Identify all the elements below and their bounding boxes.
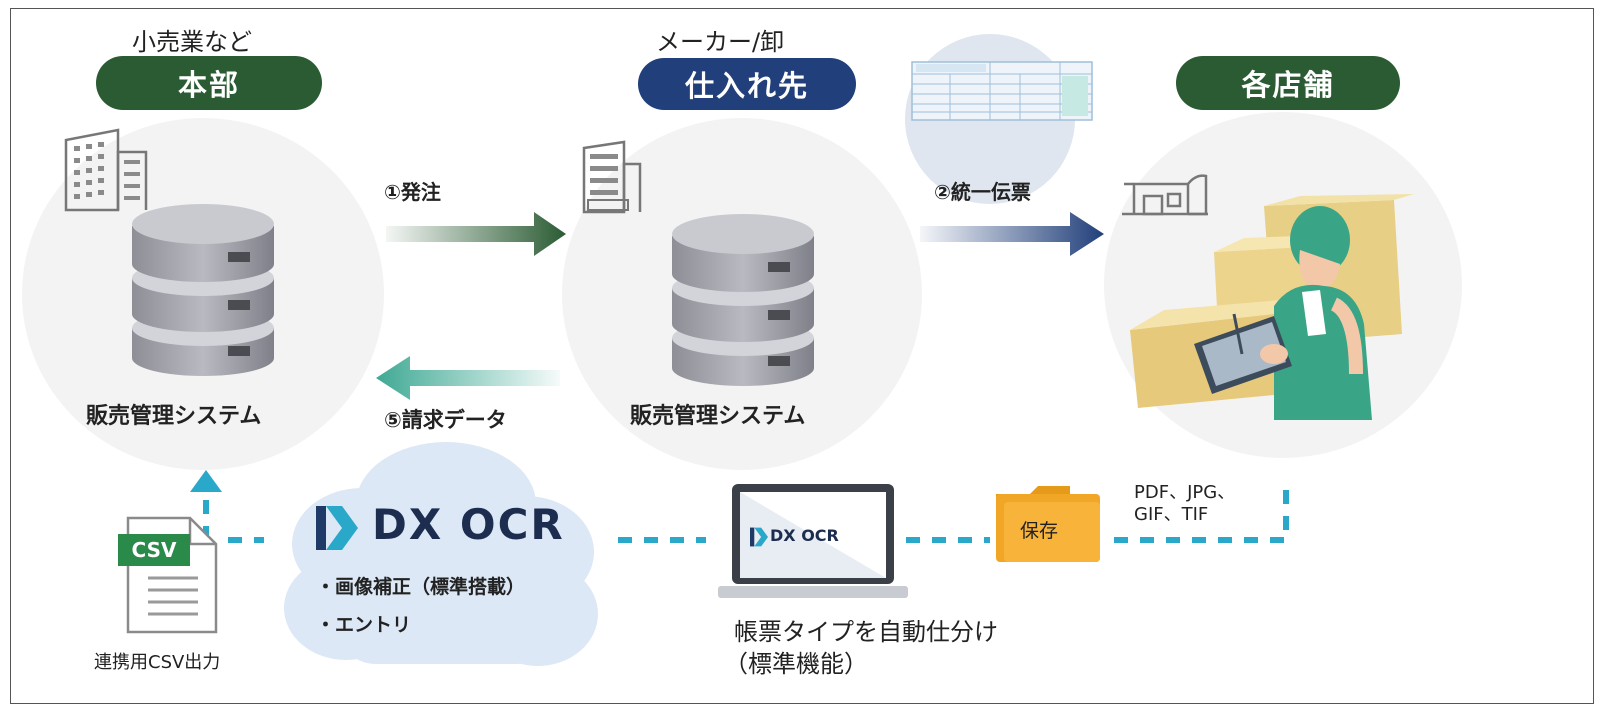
form-slip-icon — [911, 61, 1093, 121]
ocr-feature-1: ・画像補正（標準搭載） — [316, 576, 526, 598]
ocr-logo-text: DX OCR — [372, 500, 565, 549]
supplier-system-label: 販売管理システム — [630, 404, 806, 429]
folder-label: 保存 — [1020, 520, 1059, 542]
small-building-icon — [582, 140, 642, 214]
supplier-caption: メーカー/卸 — [656, 28, 785, 56]
laptop-ocr-logo: DX OCR — [770, 526, 839, 545]
order-flow-label: ①発注 — [384, 180, 441, 204]
store-icon — [1122, 174, 1208, 216]
store-worker-with-tablet-icon — [1130, 194, 1414, 420]
ocr-feature-2: ・エントリ — [316, 614, 412, 636]
order-arrow — [386, 212, 566, 256]
hq-system-label: 販売管理システム — [86, 404, 262, 429]
formats-line-1: PDF、JPG、 — [1134, 482, 1236, 503]
classify-line-2: （標準機能） — [724, 650, 868, 678]
csv-tag: CSV — [118, 534, 190, 566]
csv-file-icon — [126, 516, 218, 634]
classify-line-1: 帳票タイプを自動仕分け — [734, 618, 998, 646]
slip-flow-label: ②統一伝票 — [934, 180, 1031, 204]
store-badge: 各店舗 — [1176, 56, 1400, 110]
csv-caption: 連携用CSV出力 — [94, 652, 221, 673]
formats-line-2: GIF、TIF — [1134, 504, 1209, 525]
hq-database-server-icon — [132, 204, 274, 376]
office-building-icon — [64, 128, 148, 212]
hq-badge: 本部 — [96, 56, 322, 110]
ocr-cloud — [284, 442, 598, 666]
dx-ocr-logo-icon — [316, 506, 358, 550]
billing-flow-label: ⑤請求データ — [384, 408, 507, 432]
hq-caption: 小売業など — [132, 28, 252, 56]
slip-arrow — [920, 212, 1104, 256]
billing-arrow — [376, 356, 560, 400]
supplier-badge: 仕入れ先 — [638, 58, 856, 110]
supplier-database-server-icon — [672, 214, 814, 386]
laptop-ocr-logo-icon — [750, 527, 768, 547]
folder-icon — [996, 486, 1100, 562]
